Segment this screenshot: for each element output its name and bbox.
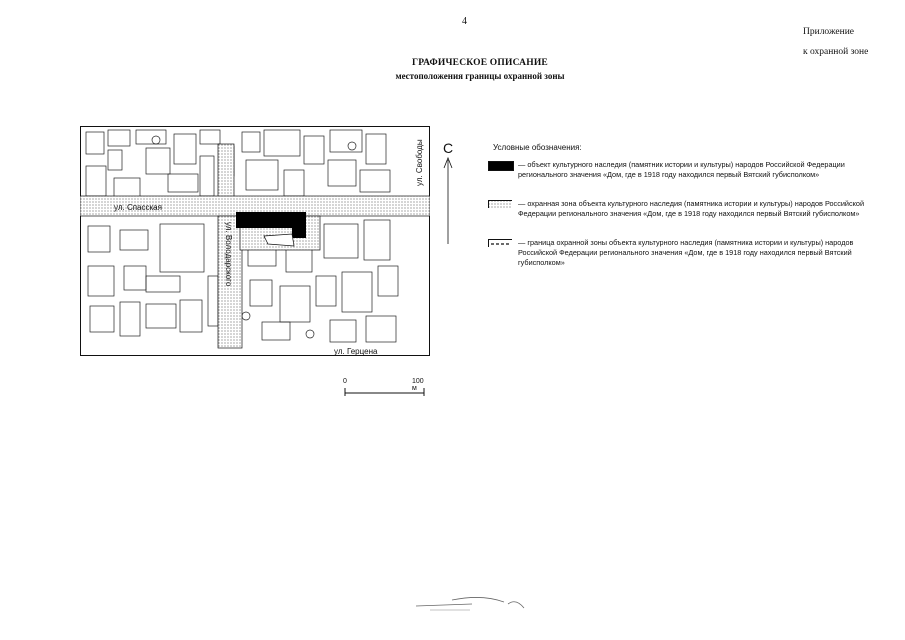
signature-mark [415,597,525,611]
street-label-gertsena: ул. Герцена [334,347,378,356]
scale-line [344,388,425,396]
street-label-volodarskogo: ул. Володарского [224,222,233,287]
dashed-border-swatch-icon [488,239,512,247]
north-arrow-icon [443,156,453,244]
solid-black-swatch-icon [488,161,514,171]
scale-start: 0 [343,378,347,385]
document-subtitle: местоположения границы охранной зоны [395,71,565,81]
scale-end: 100 м [412,378,424,392]
dotted-hatch-swatch-icon [488,200,512,208]
appendix-label: Приложение [803,27,854,37]
street-label-spasskaya: ул. Спасская [114,203,162,212]
legend-heading: Условные обозначения: [493,143,582,152]
heritage-object [236,212,306,238]
page-number: 4 [462,16,467,27]
document-title: ГРАФИЧЕСКОЕ ОПИСАНИЕ [412,58,548,68]
street-label-svobody: ул. Свободы [415,139,424,186]
north-label: С [443,140,454,156]
appendix-sublabel: к охранной зоне [803,47,869,57]
legend-text: — охранная зона объекта культурного насл… [518,199,865,218]
legend-text: — объект культурного наследия (памятник … [518,160,845,179]
site-map: ул. Спасская ул. Герцена ул. Свободы ул.… [80,126,430,356]
city-blocks [85,129,399,343]
legend-text: — граница охранной зоны объекта культурн… [518,238,854,267]
